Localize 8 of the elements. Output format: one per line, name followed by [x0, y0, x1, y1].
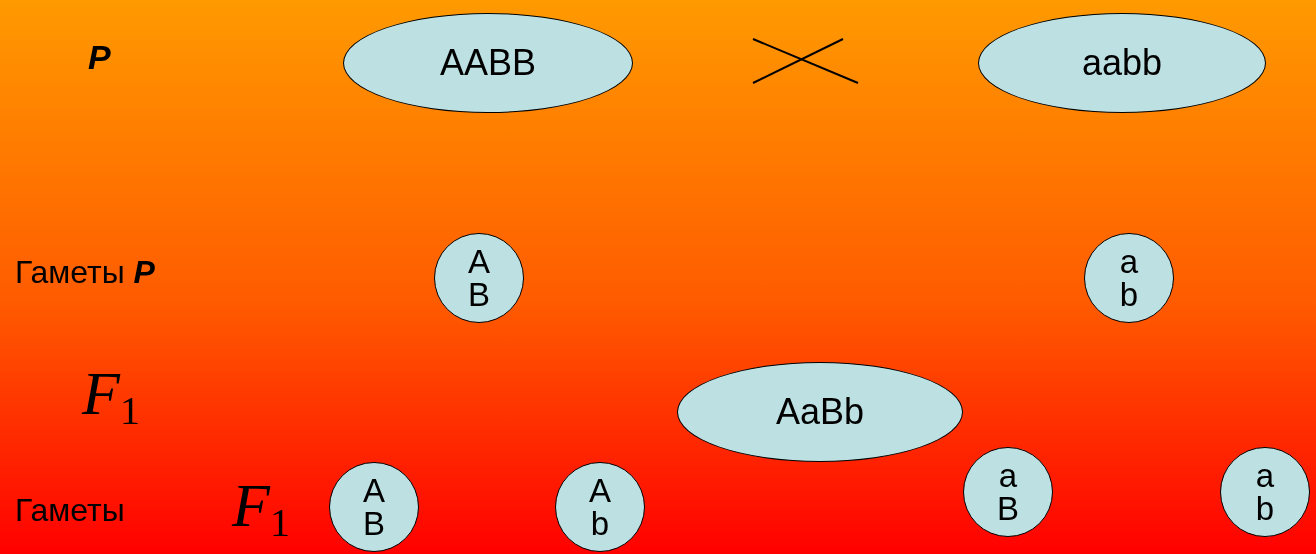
parent-label: P [88, 40, 111, 74]
genotype-ellipse: AaBb [677, 362, 963, 462]
genotype-ellipse: aabb [978, 13, 1266, 113]
generation-label: F$_{1}$ [82, 362, 140, 424]
gametes-label: Гаметы P [15, 256, 155, 288]
generation-label: F$_{1}$ [232, 474, 290, 536]
gametes-label: Гаметы [15, 494, 125, 526]
genotype-ellipse: AABB [343, 13, 633, 113]
